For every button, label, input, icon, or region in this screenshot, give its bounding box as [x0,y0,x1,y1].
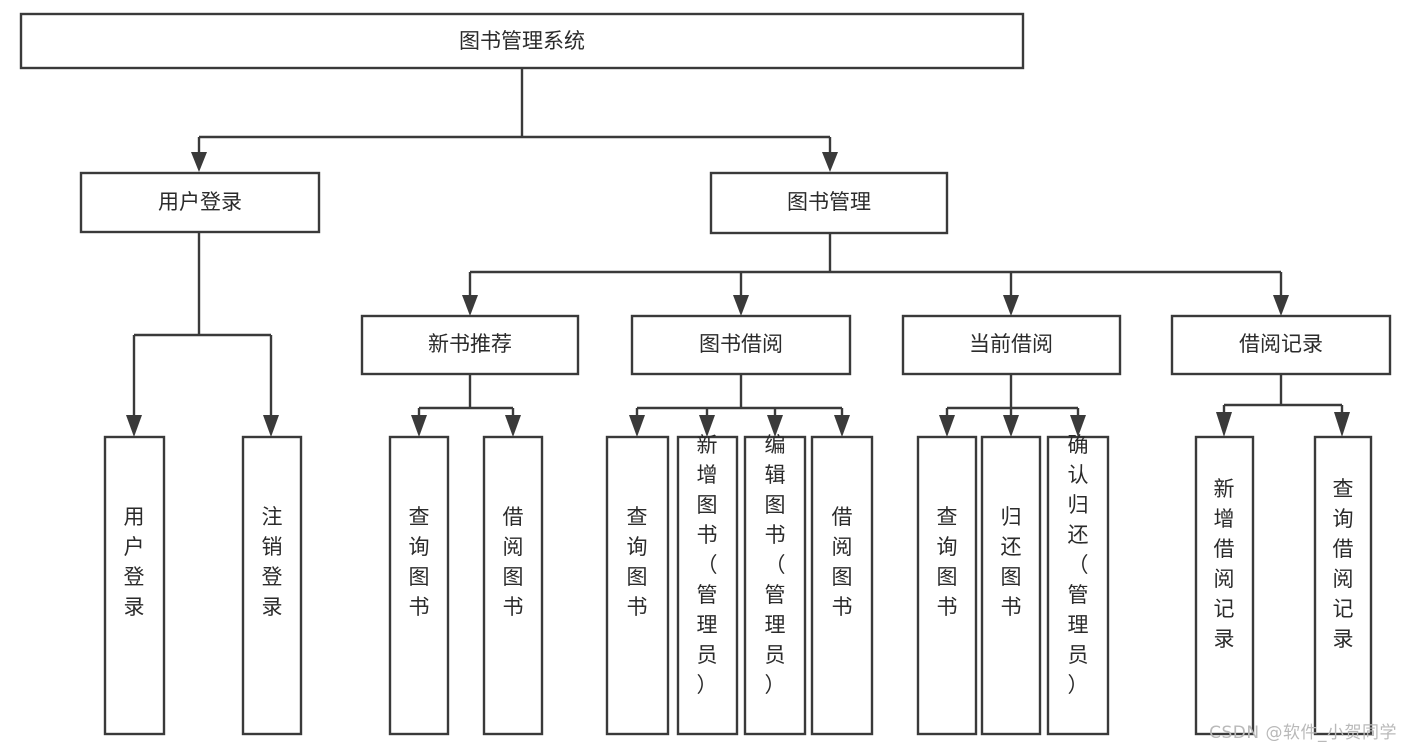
arrow-book-to-current [1003,295,1019,316]
leaf-borrow-add-book-box [676,435,739,736]
leaf-record-add-record-label: 新增借阅记录 [1214,477,1235,651]
node-root-system-label: 图书管理系统 [459,29,585,53]
leaf-user-login-logout-label: 注销登录 [262,505,283,619]
arrow-borrow-leaf-3 [767,415,783,437]
leaf-current-return-book-box [980,435,1042,736]
leaf-current-confirm-return-label: 确认归还（管理员） [1068,433,1089,697]
node-book-borrow-box [630,314,852,376]
leaf-user-login-login-label: 用户登录 [124,505,145,619]
node-borrow-record[interactable]: 借阅记录 [1170,314,1392,376]
node-user-login-box [79,171,321,234]
node-borrow-record-box [1170,314,1392,376]
leaf-borrow-borrow-book[interactable]: 借阅图书 [810,435,874,736]
arrow-borrow-leaf-2 [699,415,715,437]
node-new-book-recommend-box [360,314,580,376]
arrow-record-leaf-1 [1216,412,1232,437]
leaf-current-query-book-label: 查询图书 [937,505,958,619]
leaf-borrow-query-book-box [605,435,670,736]
leaf-borrow-edit-book-label: 编辑图书（管理员） [765,433,786,697]
leaf-current-query-book[interactable]: 查询图书 [916,435,978,736]
node-book-manage-box [709,171,949,235]
arrow-recommend-leaf-2 [505,415,521,437]
arrow-book-to-recommend [462,295,478,316]
arrow-root-to-book [822,152,838,172]
leaf-borrow-borrow-book-box [810,435,874,736]
node-current-borrow-label: 当前借阅 [969,332,1053,356]
leaf-borrow-edit-book[interactable]: 编辑图书（管理员） [743,433,807,736]
node-new-book-recommend[interactable]: 新书推荐 [360,314,580,376]
node-user-login[interactable]: 用户登录 [79,171,321,234]
arrow-root-to-user [191,152,207,172]
connector-group-root [191,68,838,172]
node-new-book-recommend-label: 新书推荐 [428,332,512,356]
watermark-label: CSDN @软件_小贺同学 [1209,723,1397,743]
node-current-borrow[interactable]: 当前借阅 [901,314,1122,376]
node-book-borrow-label: 图书借阅 [699,332,783,356]
leaf-borrow-add-book[interactable]: 新增图书（管理员） [676,433,739,736]
leaf-recommend-borrow-book[interactable]: 借阅图书 [482,435,544,736]
connector-group-borrow [629,374,850,437]
arrow-user-leaf-2 [263,415,279,437]
arrow-book-to-record [1273,295,1289,316]
node-book-manage-label: 图书管理 [787,190,871,214]
leaf-record-query-record-label: 查询借阅记录 [1333,477,1354,651]
leaf-recommend-borrow-book-box [482,435,544,736]
leaf-recommend-query-book-label: 查询图书 [409,505,430,619]
leaf-current-query-book-box [916,435,978,736]
arrow-recommend-leaf-1 [411,415,427,437]
leaf-borrow-query-book[interactable]: 查询图书 [605,435,670,736]
leaf-user-login-login-box [103,435,166,736]
leaf-current-return-book-label: 归还图书 [1001,505,1022,619]
arrow-borrow-leaf-4 [834,415,850,437]
connector-group-record [1216,374,1350,437]
leaf-user-login-logout-box [241,435,303,736]
connector-group-book-manage [462,233,1289,316]
connector-group-user-login [126,232,279,437]
node-root-system-box [19,12,1025,70]
leaf-borrow-edit-book-box [743,435,807,736]
leaf-user-login-login[interactable]: 用户登录 [103,435,166,736]
connector-group-recommend [411,374,521,437]
node-root-system[interactable]: 图书管理系统 [19,12,1025,70]
arrow-current-leaf-2 [1003,415,1019,437]
node-book-borrow[interactable]: 图书借阅 [630,314,852,376]
leaf-current-confirm-return[interactable]: 确认归还（管理员） [1046,433,1110,736]
arrow-user-leaf-1 [126,415,142,437]
leaf-recommend-query-book-box [388,435,450,736]
arrow-record-leaf-2 [1334,412,1350,437]
leaf-borrow-query-book-label: 查询图书 [627,505,648,619]
leaf-record-add-record[interactable]: 新增借阅记录 [1194,435,1255,736]
leaf-recommend-borrow-book-label: 借阅图书 [503,505,524,619]
node-user-login-label: 用户登录 [158,190,242,214]
node-borrow-record-label: 借阅记录 [1239,332,1323,356]
leaf-user-login-logout[interactable]: 注销登录 [241,435,303,736]
arrow-book-to-borrow [733,295,749,316]
arrow-current-leaf-3 [1070,415,1086,437]
connector-group-current [939,374,1086,437]
leaf-record-query-record[interactable]: 查询借阅记录 [1313,435,1373,736]
arrow-borrow-leaf-1 [629,415,645,437]
leaf-borrow-borrow-book-label: 借阅图书 [832,505,853,619]
leaf-record-add-record-box [1194,435,1255,736]
leaf-current-confirm-return-box [1046,435,1110,736]
leaf-borrow-add-book-label: 新增图书（管理员） [697,433,718,697]
arrow-current-leaf-1 [939,415,955,437]
node-book-manage[interactable]: 图书管理 [709,171,949,235]
leaf-current-return-book[interactable]: 归还图书 [980,435,1042,736]
node-current-borrow-box [901,314,1122,376]
leaf-recommend-query-book[interactable]: 查询图书 [388,435,450,736]
leaf-record-query-record-box [1313,435,1373,736]
